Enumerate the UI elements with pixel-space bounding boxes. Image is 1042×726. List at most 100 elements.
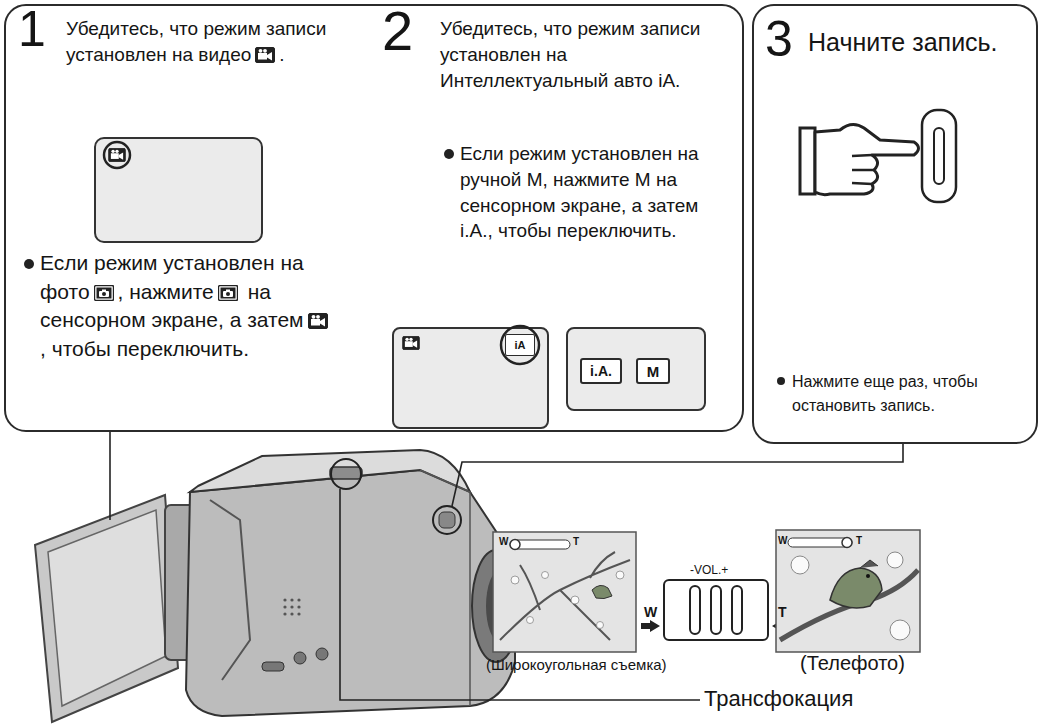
telephoto-image — [887, 552, 903, 568]
mode-pictogram — [94, 285, 114, 301]
step-instruction: Убедитесь, что режим записи установлен н… — [440, 16, 712, 95]
zoom-lever — [641, 620, 660, 632]
lever-direction: W — [644, 604, 657, 620]
bullet-note: Если режим установлен на фото, нажмите н… — [40, 249, 332, 363]
record-button-hand — [800, 110, 956, 202]
bullet-note: Если режим установлен на ручной M, нажми… — [460, 141, 728, 244]
node-label: iA — [515, 340, 526, 351]
zoom-lever — [711, 586, 721, 634]
camcorder — [330, 467, 362, 479]
telephoto-image — [860, 560, 878, 568]
camcorder — [420, 470, 470, 706]
step-panel: 1 Убедитесь, что режим записи установлен … — [4, 4, 744, 432]
zoom-bar-mark: W — [499, 536, 508, 548]
wide-angle-image — [511, 576, 519, 584]
zoom-bar-mark: T — [856, 535, 862, 547]
zoom-bar-mark: W — [778, 535, 787, 547]
zoom-bar-mark: T — [573, 536, 579, 548]
bullet-dot — [444, 149, 454, 159]
lcd-screen-step1 — [109, 148, 126, 161]
camcorder — [283, 598, 300, 615]
wide-angle-image — [493, 532, 636, 652]
camcorder — [290, 612, 293, 615]
step-number: 3 — [765, 12, 793, 67]
camcorder — [297, 598, 300, 601]
node-label: i.A. — [590, 364, 612, 378]
mode-pictogram — [308, 314, 327, 329]
telephoto-image — [776, 530, 920, 652]
camcorder — [316, 648, 328, 660]
step-instruction: Убедитесь, что режим записи установлен н… — [66, 16, 366, 68]
step-number: 1 — [18, 2, 46, 57]
leader-line — [452, 444, 903, 506]
mode-icon: iA — [505, 334, 535, 356]
part-name: Трансфокация — [704, 686, 853, 711]
telephoto-image — [830, 568, 882, 608]
telephoto-image — [788, 538, 852, 547]
telephoto-image — [842, 538, 852, 548]
camcorder — [433, 506, 461, 534]
camcorder — [48, 510, 166, 706]
wide-angle-image — [616, 571, 624, 579]
camcorder — [210, 500, 250, 680]
telephoto-image — [791, 552, 910, 640]
zoom-lever — [690, 586, 700, 634]
zoom-lever — [664, 580, 768, 640]
camcorder — [290, 598, 293, 601]
mode-pictogram — [256, 48, 275, 63]
bullet-note: Нажмите еще раз, чтобы остановить запись… — [792, 370, 1024, 418]
zoom-lever — [641, 580, 791, 640]
wide-angle-image — [592, 585, 612, 598]
wide-angle-image — [542, 572, 549, 579]
lcd-screen-step1 — [104, 142, 130, 168]
touch-button: i.A. — [580, 358, 622, 384]
step-instruction: Начните запись. — [808, 26, 1033, 59]
record-button-hand — [815, 124, 919, 194]
record-button-hand — [934, 128, 944, 184]
camcorder — [439, 512, 455, 528]
lever-marking: -VOL.+ — [690, 564, 728, 578]
wide-angle-image — [500, 552, 630, 640]
lcd-screen-step2 — [393, 328, 548, 428]
leader-line — [109, 432, 111, 520]
step-number: 2 — [382, 0, 413, 62]
bullet-dot — [24, 259, 34, 269]
record-button-hand — [922, 110, 956, 202]
telephoto-image — [866, 574, 870, 578]
image-caption: (Телефото) — [800, 652, 905, 675]
camcorder — [331, 459, 361, 489]
camcorder — [297, 605, 300, 608]
lcd-screen-step2 — [567, 328, 705, 410]
wide-angle-image — [597, 622, 604, 629]
touch-button: M — [636, 358, 670, 384]
image-caption: (Широкоугольная съемка) — [486, 656, 667, 673]
record-button-hand — [800, 128, 815, 194]
mode-pictogram — [218, 285, 238, 301]
mode-pictogram — [94, 285, 113, 300]
camcorder — [290, 605, 293, 608]
camcorder — [283, 605, 286, 608]
lcd-screen-step2 — [501, 326, 539, 364]
telephoto-image — [791, 556, 809, 574]
camcorder — [190, 450, 470, 492]
record-button-hand — [852, 155, 874, 184]
leader-line — [340, 489, 700, 700]
zoom-lever — [732, 586, 742, 634]
telephoto-image — [776, 530, 920, 652]
wide-angle-image — [571, 596, 579, 604]
camcorder — [186, 470, 515, 716]
mode-pictogram — [218, 285, 237, 300]
lcd-screen-step1 — [95, 138, 262, 242]
mode-pictogram — [308, 313, 328, 329]
lcd-screen-step2 — [393, 326, 705, 428]
bullet-dot — [777, 377, 785, 385]
wide-angle-image — [510, 540, 520, 550]
lever-direction: T — [778, 604, 787, 620]
camcorder — [262, 662, 284, 671]
node-label: M — [647, 364, 660, 379]
wide-angle-image — [511, 571, 624, 629]
wide-angle-image — [527, 617, 534, 624]
camcorder — [294, 652, 306, 664]
